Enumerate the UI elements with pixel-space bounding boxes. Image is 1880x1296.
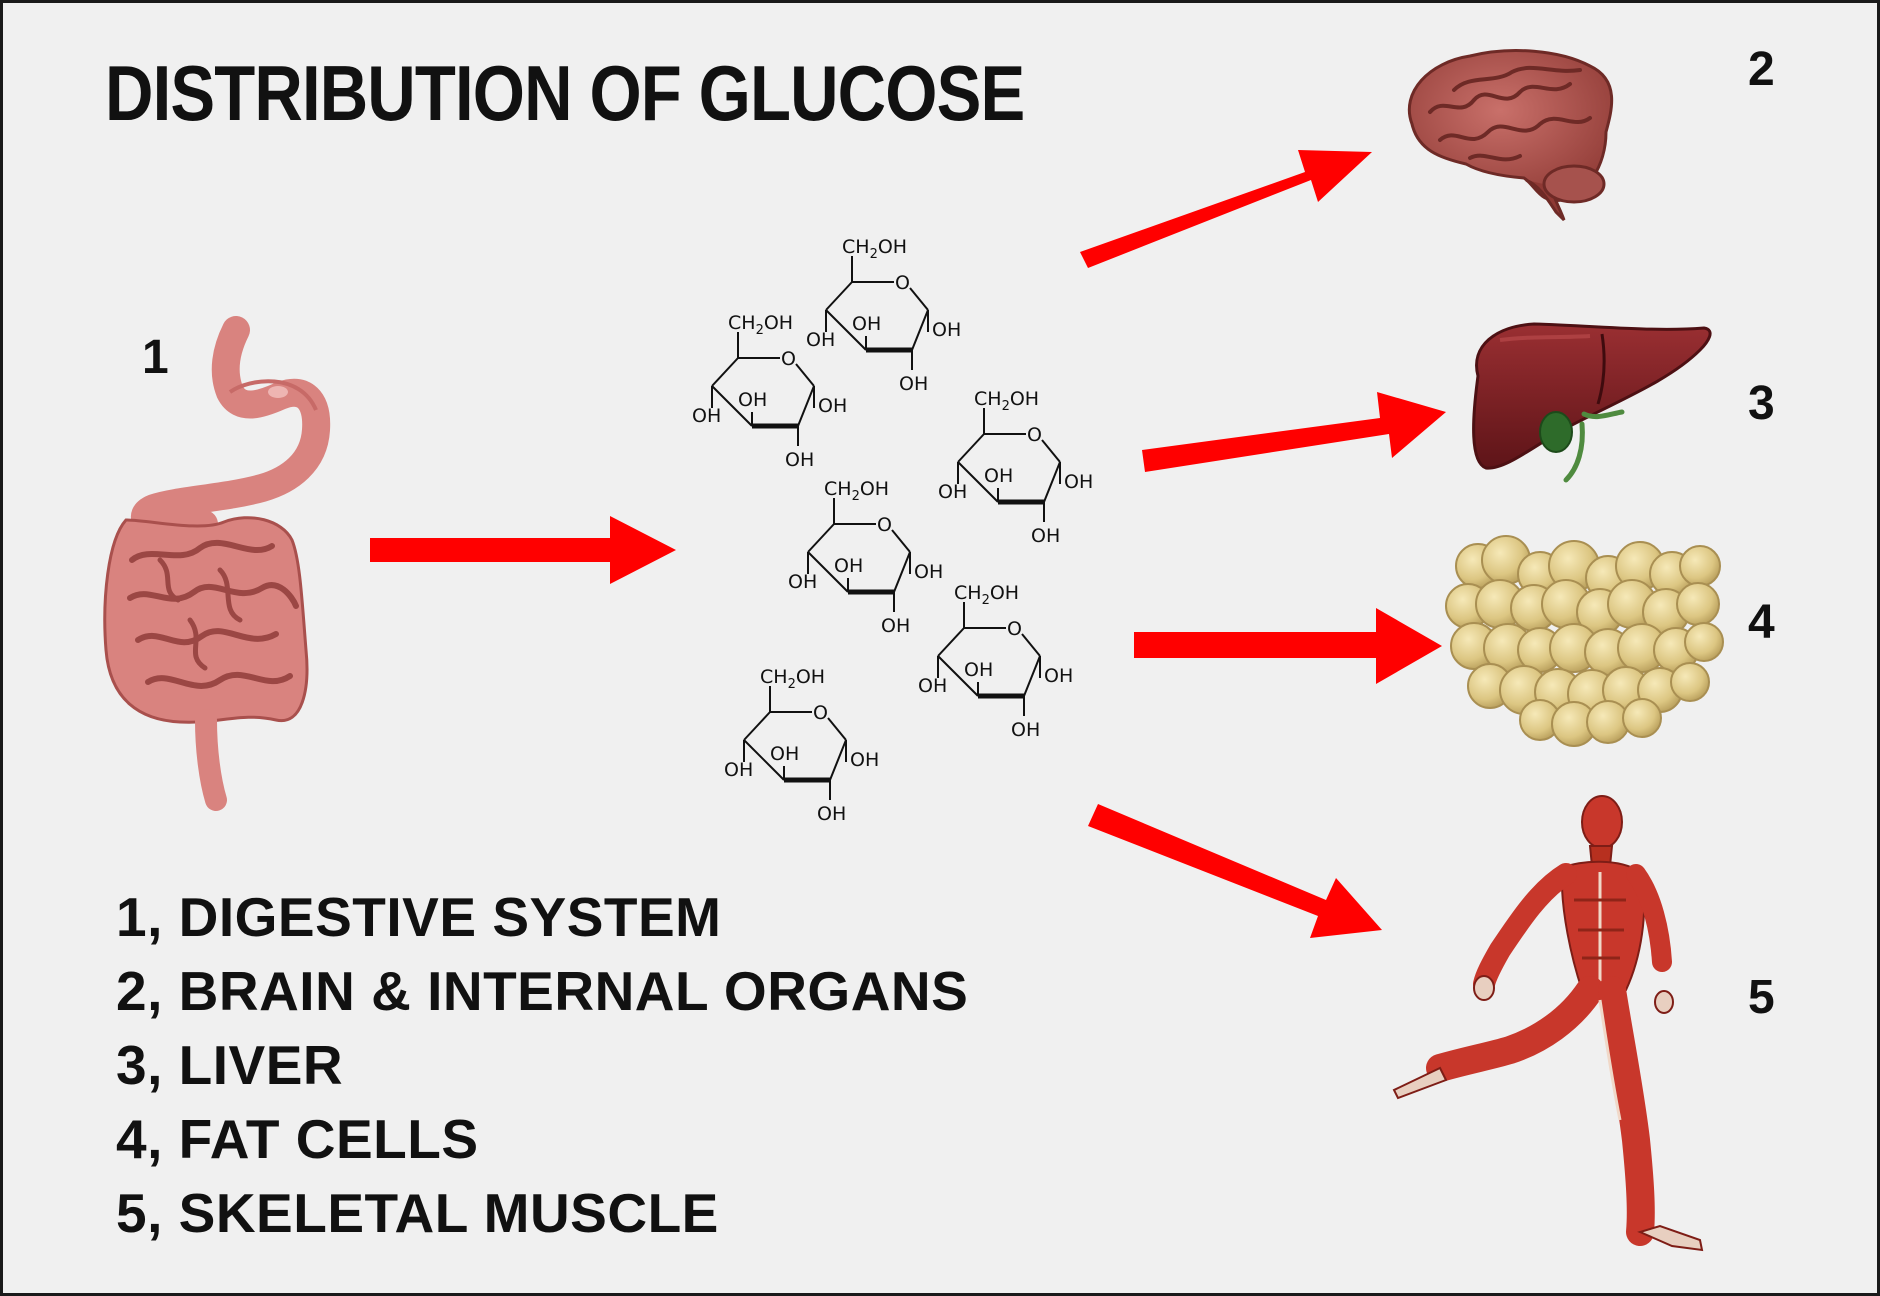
- svg-text:OH: OH: [850, 749, 879, 771]
- svg-text:OH: OH: [785, 449, 814, 471]
- svg-text:OH: OH: [1044, 665, 1073, 687]
- svg-text:O: O: [877, 514, 892, 536]
- svg-text:OH: OH: [964, 659, 993, 681]
- svg-text:O: O: [895, 272, 910, 294]
- svg-text:OH: OH: [834, 555, 863, 577]
- glucose-molecule-cluster: CH2OHOOHOHOHOHCH2OHOOHOHOHOHCH2OHOOHOHOH…: [692, 236, 1093, 825]
- svg-text:OH: OH: [1011, 719, 1040, 741]
- svg-text:OH: OH: [770, 743, 799, 765]
- arrow-glucose-to-fat: [1134, 608, 1442, 684]
- arrow-glucose-to-muscle: [1088, 804, 1382, 938]
- svg-text:O: O: [813, 702, 828, 724]
- svg-text:OH: OH: [724, 759, 753, 781]
- svg-text:OH: OH: [852, 313, 881, 335]
- legend-item-brain: 2, BRAIN & INTERNAL ORGANS: [116, 960, 969, 1022]
- svg-text:OH: OH: [738, 389, 767, 411]
- flow-arrows: [370, 150, 1446, 938]
- diagram-title: DISTRIBUTION OF GLUCOSE: [105, 49, 1025, 137]
- running-muscle-figure-icon: [1392, 795, 1704, 1252]
- liver-icon: [1472, 322, 1712, 483]
- svg-text:O: O: [781, 348, 796, 370]
- svg-text:CH2OH: CH2OH: [954, 582, 1019, 608]
- marker-brain: 2: [1748, 43, 1775, 96]
- svg-text:OH: OH: [806, 329, 835, 351]
- marker-fat: 4: [1748, 596, 1775, 649]
- fat-cells-icon: [1445, 535, 1724, 747]
- svg-text:OH: OH: [1064, 471, 1093, 493]
- svg-text:OH: OH: [914, 561, 943, 583]
- marker-muscle: 5: [1748, 971, 1775, 1024]
- arrow-glucose-to-brain: [1080, 150, 1372, 268]
- glucose-molecule: CH2OH O OH OH OH OH: [692, 312, 847, 471]
- legend-item-digestive: 1, DIGESTIVE SYSTEM: [116, 886, 722, 948]
- svg-text:OH: OH: [984, 465, 1013, 487]
- marker-liver: 3: [1748, 377, 1775, 430]
- glucose-molecule: CH2OH O OH OH OH OH: [918, 582, 1073, 741]
- marker-digestive: 1: [142, 331, 169, 384]
- svg-text:OH: OH: [817, 803, 846, 825]
- legend-list: 1, DIGESTIVE SYSTEM 2, BRAIN & INTERNAL …: [116, 880, 968, 1250]
- svg-text:OH: OH: [788, 571, 817, 593]
- svg-text:O: O: [1007, 618, 1022, 640]
- legend-item-fat: 4, FAT CELLS: [116, 1108, 479, 1170]
- legend-item-muscle: 5, SKELETAL MUSCLE: [116, 1182, 719, 1244]
- legend-item-liver: 3, LIVER: [116, 1034, 344, 1096]
- svg-text:OH: OH: [918, 675, 947, 697]
- svg-text:OH: OH: [881, 615, 910, 637]
- brain-icon: [1407, 49, 1614, 222]
- svg-text:OH: OH: [818, 395, 847, 417]
- svg-text:OH: OH: [938, 481, 967, 503]
- arrow-digestive-to-glucose: [370, 516, 676, 584]
- digestive-system-icon: [103, 316, 331, 811]
- svg-text:CH2OH: CH2OH: [728, 312, 793, 338]
- svg-text:OH: OH: [1031, 525, 1060, 547]
- arrow-glucose-to-liver: [1142, 392, 1446, 472]
- svg-text:O: O: [1027, 424, 1042, 446]
- svg-text:OH: OH: [899, 373, 928, 395]
- svg-text:OH: OH: [932, 319, 961, 341]
- svg-text:OH: OH: [692, 405, 721, 427]
